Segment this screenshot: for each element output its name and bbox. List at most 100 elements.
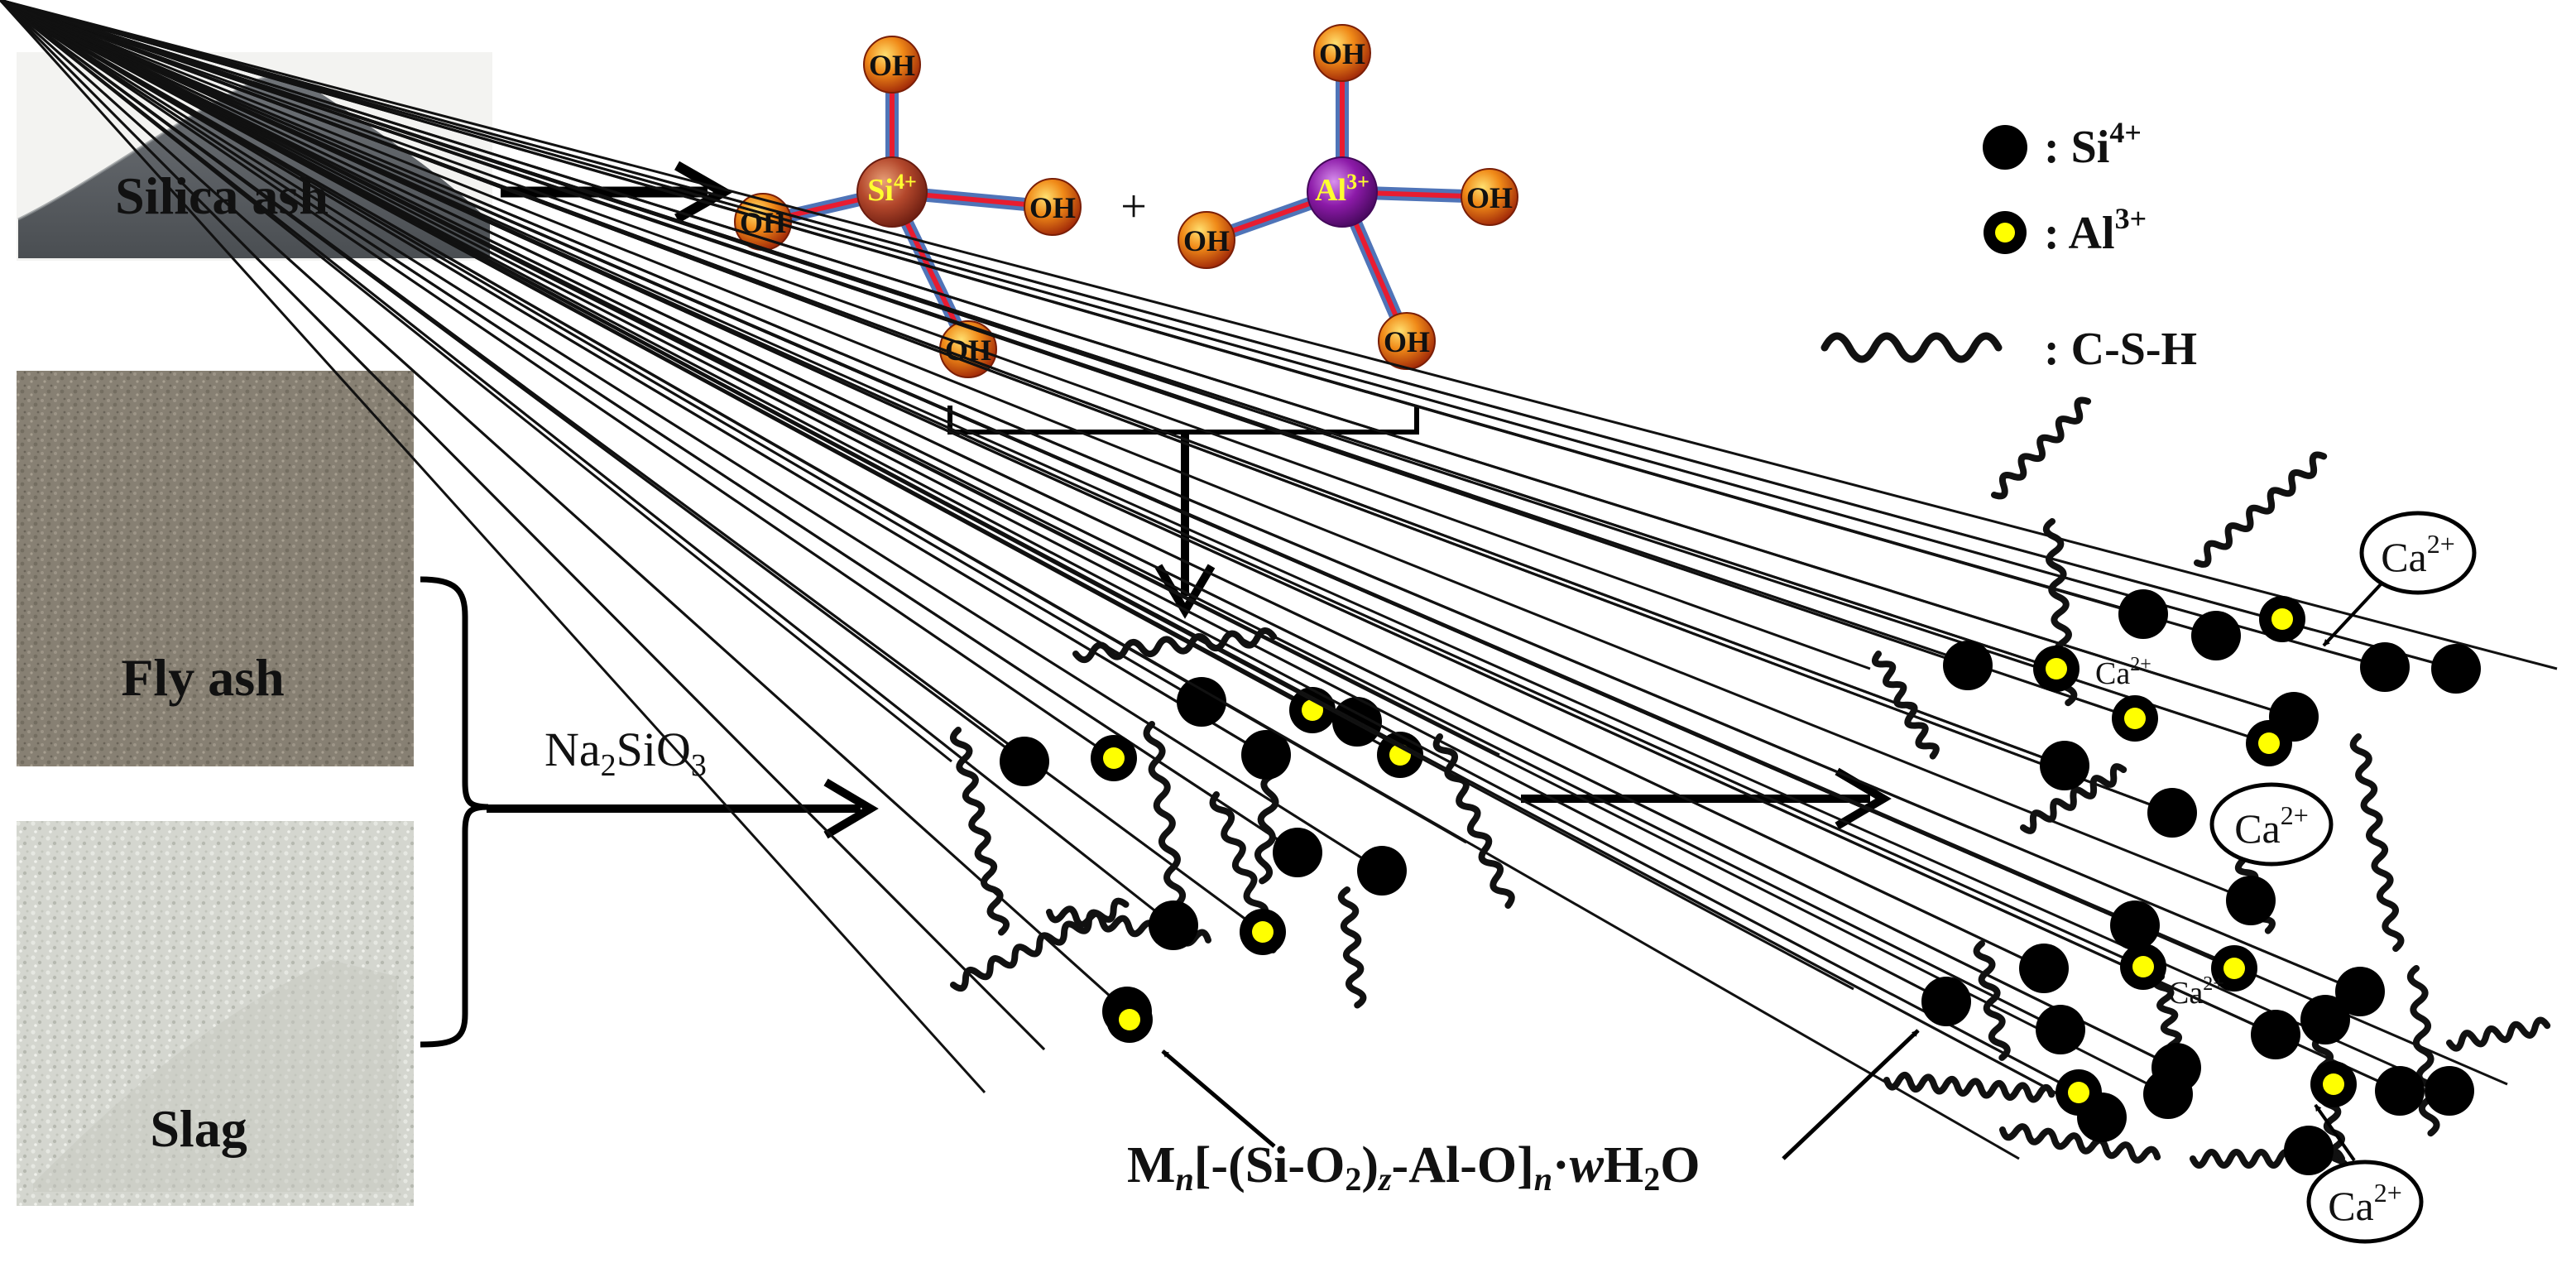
net2-bond-28 (0, 0, 2173, 814)
net2-bond-61 (0, 0, 2508, 1086)
net1-bond-26 (0, 0, 1129, 1013)
net2-bond-57 (0, 0, 2020, 1160)
net1-csh-chain-6 (1337, 886, 1367, 1009)
net2-bond-27 (0, 0, 2295, 718)
net2-bond-60 (0, 0, 2401, 1093)
net1-al-node-core-4 (1119, 1009, 1140, 1030)
al-monomer-hydroxyl-label-1: OH (1183, 224, 1230, 257)
ca-callout-bottom: Ca2+ (2306, 1103, 2424, 1244)
net2-csh-chain-0 (1991, 396, 2092, 500)
net2-si-node-8 (2226, 876, 2276, 925)
net2-si-node-1 (2118, 589, 2168, 639)
net2-bond-56 (0, 0, 2103, 1119)
net1-si-node-6 (1149, 900, 1198, 950)
svg-text:Ca2+: Ca2+ (2328, 1178, 2402, 1229)
net2-bond-52 (0, 0, 2061, 1031)
net2-bond-26 (0, 0, 2270, 745)
net2-si-node-18 (2143, 1069, 2193, 1119)
plus-sign: + (1120, 181, 1147, 233)
net2-bond-54 (0, 0, 2080, 1094)
net1-bond-0 (0, 0, 952, 763)
net2-si-node-0 (1943, 641, 1993, 690)
legend: : Si4+ : Al3+ : C-S-H (1820, 116, 2197, 375)
legend-si-node (1983, 125, 2027, 170)
net2-csh-chain-5 (2020, 763, 2127, 834)
net1-si-node-4 (1273, 828, 1322, 877)
net2-bond-8 (0, 0, 2217, 637)
net2-al-node-core-2 (2258, 732, 2280, 754)
legend-csh-label: : C-S-H (2044, 324, 2197, 375)
net1-bond-30 (0, 0, 1383, 872)
si-monomer-hydroxyl-sphere-0 (863, 36, 921, 94)
net2-al-node-core-6 (2068, 1082, 2089, 1103)
net2-si-node-15 (2335, 967, 2385, 1016)
net2-si-node-5 (2431, 644, 2481, 694)
net1-bond-16 (0, 0, 1267, 756)
svg-text:Ca2+: Ca2+ (2234, 800, 2309, 852)
al-monomer-hydroxyl-label-0: OH (1319, 37, 1365, 70)
al-monomer-hydroxyl-label-3: OH (1384, 325, 1430, 358)
geopolymer-network (0, 0, 1515, 1094)
net2-si-node-21 (2284, 1126, 2334, 1175)
net2-al-node-core-0 (2046, 658, 2067, 680)
materials-bracket (420, 576, 489, 1048)
net2-si-node-2 (2191, 611, 2241, 660)
net2-si-node-6 (2040, 741, 2089, 790)
net1-csh-chain-1 (950, 727, 1010, 936)
ca-callout-middle: Ca2+ (2209, 782, 2334, 867)
si-monomer-hydroxyl-sphere-2 (1024, 178, 1082, 236)
net2-al-node-core-4 (2132, 956, 2154, 977)
net2-bond-36 (0, 0, 1947, 1003)
net2-bond-14 (0, 0, 2457, 670)
net1-bond-24 (0, 0, 1174, 927)
net1-al-node-core-0 (1103, 747, 1125, 769)
ca-label-inline-2: Ca2+ (2168, 973, 2224, 1011)
net2-csh-chain-10 (1999, 1123, 2161, 1164)
net2-si-node-10 (2019, 944, 2069, 993)
net2-csh-chain-9 (2406, 965, 2440, 1137)
legend-al-label: : Al3+ (2044, 202, 2147, 259)
net2-csh-chain-6 (1973, 940, 2011, 1061)
net2-bond-0 (0, 0, 1871, 670)
geopolymer-formula: Mn[-(Si-O2)z-Al-O]n·wH2O (1127, 1137, 1700, 1198)
al-monomer-hydroxyl-sphere-0 (1313, 24, 1371, 82)
legend-si-label: : Si4+ (2044, 116, 2142, 173)
net2-si-node-7 (2147, 788, 2197, 838)
net2-al-node-core-7 (2323, 1073, 2344, 1095)
svg-text:Ca2+: Ca2+ (2381, 529, 2455, 580)
net1-si-node-0 (1000, 737, 1049, 786)
al-monomer-hydroxyl-sphere-1 (1178, 211, 1235, 269)
net1-csh-chain-5 (1432, 733, 1515, 909)
ca-label-inline-1: Ca2+ (2095, 654, 2151, 691)
net2-bond-15 (0, 0, 2558, 670)
activator-label: Na2SiO3 (544, 723, 707, 783)
slag-label: Slag (150, 1099, 247, 1158)
si-monomer-hydroxyl-label-2: OH (1029, 191, 1076, 224)
net2-al-node-core-1 (2124, 708, 2146, 729)
net2-bond-58 (0, 0, 2177, 1069)
net2-csh-chain-4 (2349, 733, 2405, 953)
net2-si-node-14 (2251, 1010, 2300, 1059)
al-monomer-hydroxyl-label-2: OH (1466, 181, 1513, 214)
net2-si-node-4 (2360, 642, 2410, 692)
net1-al-node-core-1 (1302, 699, 1323, 721)
net2-csh-chain-12 (2446, 1016, 2551, 1052)
arrow-network-to-hydrated (1521, 767, 1892, 830)
si-monomer-center-sphere (856, 156, 928, 228)
net2-bond-12 (0, 0, 2386, 669)
al-monomer-center-sphere (1307, 156, 1378, 228)
net1-si-node-5 (1357, 846, 1407, 896)
net2-si-node-20 (2425, 1066, 2474, 1116)
legend-csh-wave (1820, 332, 2003, 363)
net2-si-node-16 (2300, 995, 2350, 1044)
net2-bond-31 (0, 0, 2252, 902)
formula-pointer-right (1782, 1029, 1920, 1160)
net1-bond-20 (0, 0, 1298, 854)
net2-al-node-core-5 (2223, 958, 2245, 979)
net2-csh-chain-3 (1871, 651, 1940, 760)
net1-csh-chain-2 (1143, 721, 1186, 908)
net1-bond-4 (0, 0, 1115, 760)
net2-si-node-11 (1921, 977, 1971, 1026)
